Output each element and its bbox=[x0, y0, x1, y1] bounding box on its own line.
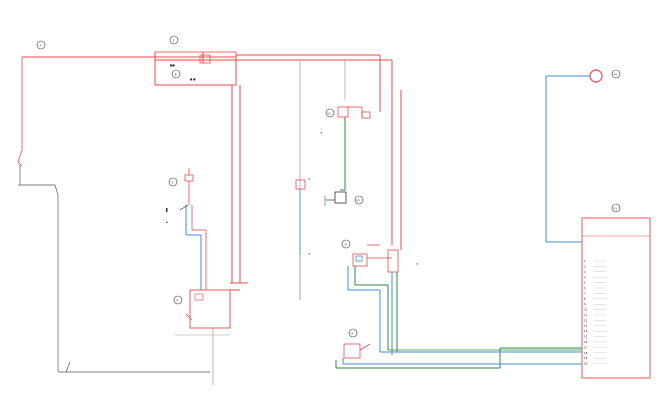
terminal-row-label: 20 bbox=[584, 362, 588, 366]
main-panel-text-2: ■ ■ bbox=[190, 78, 196, 81]
valve-2 bbox=[324, 191, 347, 206]
terminal-row-label: 9 bbox=[584, 302, 586, 306]
annotations: ✕ ✕ bbox=[166, 131, 323, 256]
callout-main-panel-label: 1 bbox=[173, 39, 175, 43]
callout-bottom-left-panel: P bbox=[173, 295, 183, 305]
main-panel-text-1: ■■ bbox=[170, 64, 175, 67]
top-red-bus bbox=[22, 52, 393, 245]
valve-1 bbox=[337, 106, 371, 191]
terminal-row-label: 11 bbox=[584, 313, 588, 317]
bottom-left-panel bbox=[175, 282, 248, 385]
center-device: ✕ bbox=[295, 177, 311, 300]
mid-device-mark: ✕ bbox=[416, 262, 419, 266]
callout-far-right-motor: M bbox=[611, 69, 621, 79]
callout-far-right-motor-label: M bbox=[614, 73, 617, 77]
terminal-row-label: 3 bbox=[584, 270, 586, 274]
terminal-row-label: 15 bbox=[584, 335, 588, 339]
left-switch bbox=[17, 149, 23, 167]
callout-top-left-label: A bbox=[40, 44, 43, 48]
terminal-row-label: 12 bbox=[584, 318, 588, 322]
terminal-row-label: 16 bbox=[584, 340, 588, 344]
callout-bottom-left-panel-label: P bbox=[177, 299, 179, 303]
annotation-mark-1: ✕ bbox=[308, 252, 311, 256]
left-mid-device-text: ▪ bbox=[166, 221, 168, 224]
far-right-motor bbox=[545, 69, 603, 243]
callout-main-panel: 1 bbox=[169, 35, 179, 45]
terminal-row-label: 17 bbox=[584, 345, 588, 349]
callout-panel-right: F1 bbox=[611, 203, 621, 213]
terminal-row-label: 1 bbox=[584, 259, 586, 263]
left-mid-device: ▪ bbox=[166, 168, 207, 290]
callout-left-mid-label: E bbox=[172, 181, 174, 185]
terminal-row-label: 13 bbox=[584, 324, 588, 328]
left-outline bbox=[18, 165, 210, 373]
callout-top-left: A bbox=[36, 40, 46, 50]
callout-valve-1: V1 bbox=[325, 108, 335, 118]
terminal-row-label: 18 bbox=[584, 351, 588, 355]
callout-bottom-box-label: K bbox=[352, 332, 355, 336]
terminal-row-label: 8 bbox=[584, 297, 586, 301]
bottom-box bbox=[335, 343, 582, 369]
callout-left-mid: E bbox=[168, 177, 178, 187]
callout-main-panel-2-label: B bbox=[175, 73, 177, 77]
terminal-row-label: 6 bbox=[584, 286, 586, 290]
main-panel-box: ■■ ■ ■ bbox=[154, 51, 237, 86]
terminal-row-label: 4 bbox=[584, 275, 586, 279]
callout-mid-device-label: D bbox=[345, 243, 348, 247]
terminal-row-label: 14 bbox=[584, 329, 588, 333]
center-device-mark: ✕ bbox=[308, 177, 311, 181]
callout-bottom-box: K bbox=[348, 328, 358, 338]
annotation-mark-3 bbox=[166, 208, 168, 212]
terminal-row-label: 2 bbox=[584, 264, 586, 268]
callout-mid-device: D bbox=[341, 239, 351, 249]
red-feeders bbox=[202, 52, 241, 283]
callout-valve-1-label: V1 bbox=[327, 112, 331, 116]
terminal-row-label: 5 bbox=[584, 281, 586, 285]
mid-device: ✕ bbox=[347, 90, 419, 355]
terminal-row-label: 7 bbox=[584, 291, 586, 295]
gray-feeders bbox=[299, 60, 346, 300]
callout-valve-2: V2 bbox=[354, 195, 364, 205]
terminal-row-label: 10 bbox=[584, 308, 588, 312]
callout-panel-right-label: F1 bbox=[614, 207, 618, 211]
terminal-panel bbox=[581, 217, 651, 379]
terminal-row-label: 19 bbox=[584, 356, 588, 360]
annotation-mark-2: ✕ bbox=[320, 131, 323, 135]
callout-main-panel-2: B bbox=[171, 69, 181, 79]
callout-valve-2-label: V2 bbox=[356, 199, 360, 203]
